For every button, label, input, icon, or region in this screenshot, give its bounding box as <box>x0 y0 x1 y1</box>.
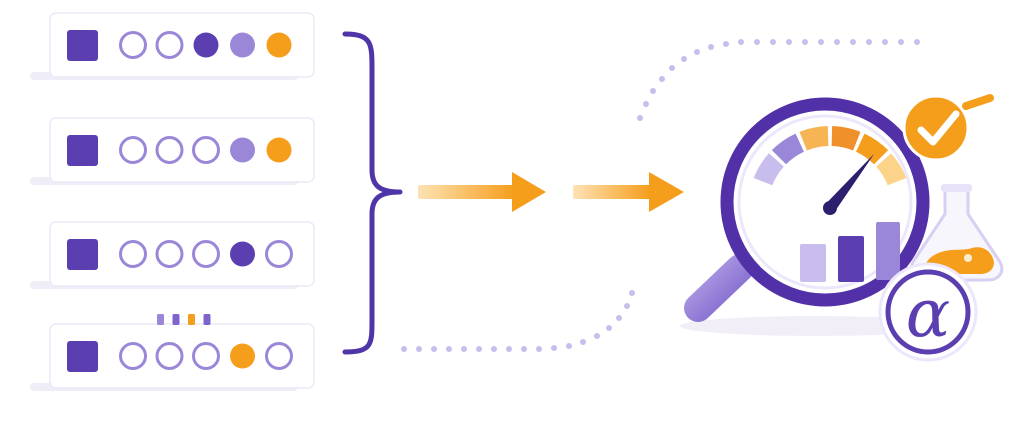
gauge-needle <box>823 153 875 215</box>
status-dot <box>192 136 220 164</box>
status-dot <box>119 342 147 370</box>
status-dot <box>230 137 255 163</box>
status-dot <box>230 241 255 267</box>
dotted-path-bottom <box>401 290 635 352</box>
alpha-symbol-icon: α <box>906 275 951 352</box>
magnifier-gauge-icon <box>680 97 950 336</box>
gauge-segment <box>771 133 804 165</box>
gauge-segment <box>831 126 861 151</box>
status-dot <box>230 343 255 369</box>
data-row <box>30 117 315 185</box>
row-marker-tick <box>157 314 164 325</box>
row-marker-tick <box>203 314 211 325</box>
gauge-dial <box>753 126 907 186</box>
row-square-icon <box>67 239 98 270</box>
data-rows <box>30 12 315 391</box>
data-row <box>30 314 315 391</box>
curly-brace-icon <box>342 31 403 355</box>
data-row <box>30 221 315 289</box>
status-dot <box>155 31 184 59</box>
gauge-segment <box>856 133 889 165</box>
row-square-icon <box>67 135 98 166</box>
bar-chart-icon <box>800 222 900 282</box>
gauge-segment <box>753 153 784 186</box>
status-dot <box>119 240 147 268</box>
status-dot <box>155 342 184 370</box>
gauge-segment <box>799 126 829 151</box>
gauge-segment <box>876 153 907 186</box>
status-dot <box>230 32 255 58</box>
alpha-symbol-badge: α <box>878 262 978 362</box>
row-square-icon <box>67 30 98 61</box>
status-dot <box>266 32 292 58</box>
row-marker-tick <box>188 314 195 325</box>
status-dot <box>193 32 219 58</box>
status-dot <box>119 136 147 164</box>
status-dot <box>192 240 220 268</box>
dotted-path-top <box>637 39 920 121</box>
row-marker-tick <box>172 314 180 325</box>
status-dot <box>155 136 184 164</box>
checkmark-icon <box>902 94 994 162</box>
status-dot <box>265 240 293 268</box>
status-dot <box>265 342 293 370</box>
status-dot <box>119 31 147 59</box>
data-row <box>30 12 315 80</box>
arrow-right-icon <box>418 172 546 212</box>
row-square-icon <box>67 341 98 372</box>
status-dot <box>266 137 292 163</box>
status-dot <box>155 240 184 268</box>
status-dot <box>192 342 220 370</box>
arrow-right-icon <box>573 172 684 212</box>
